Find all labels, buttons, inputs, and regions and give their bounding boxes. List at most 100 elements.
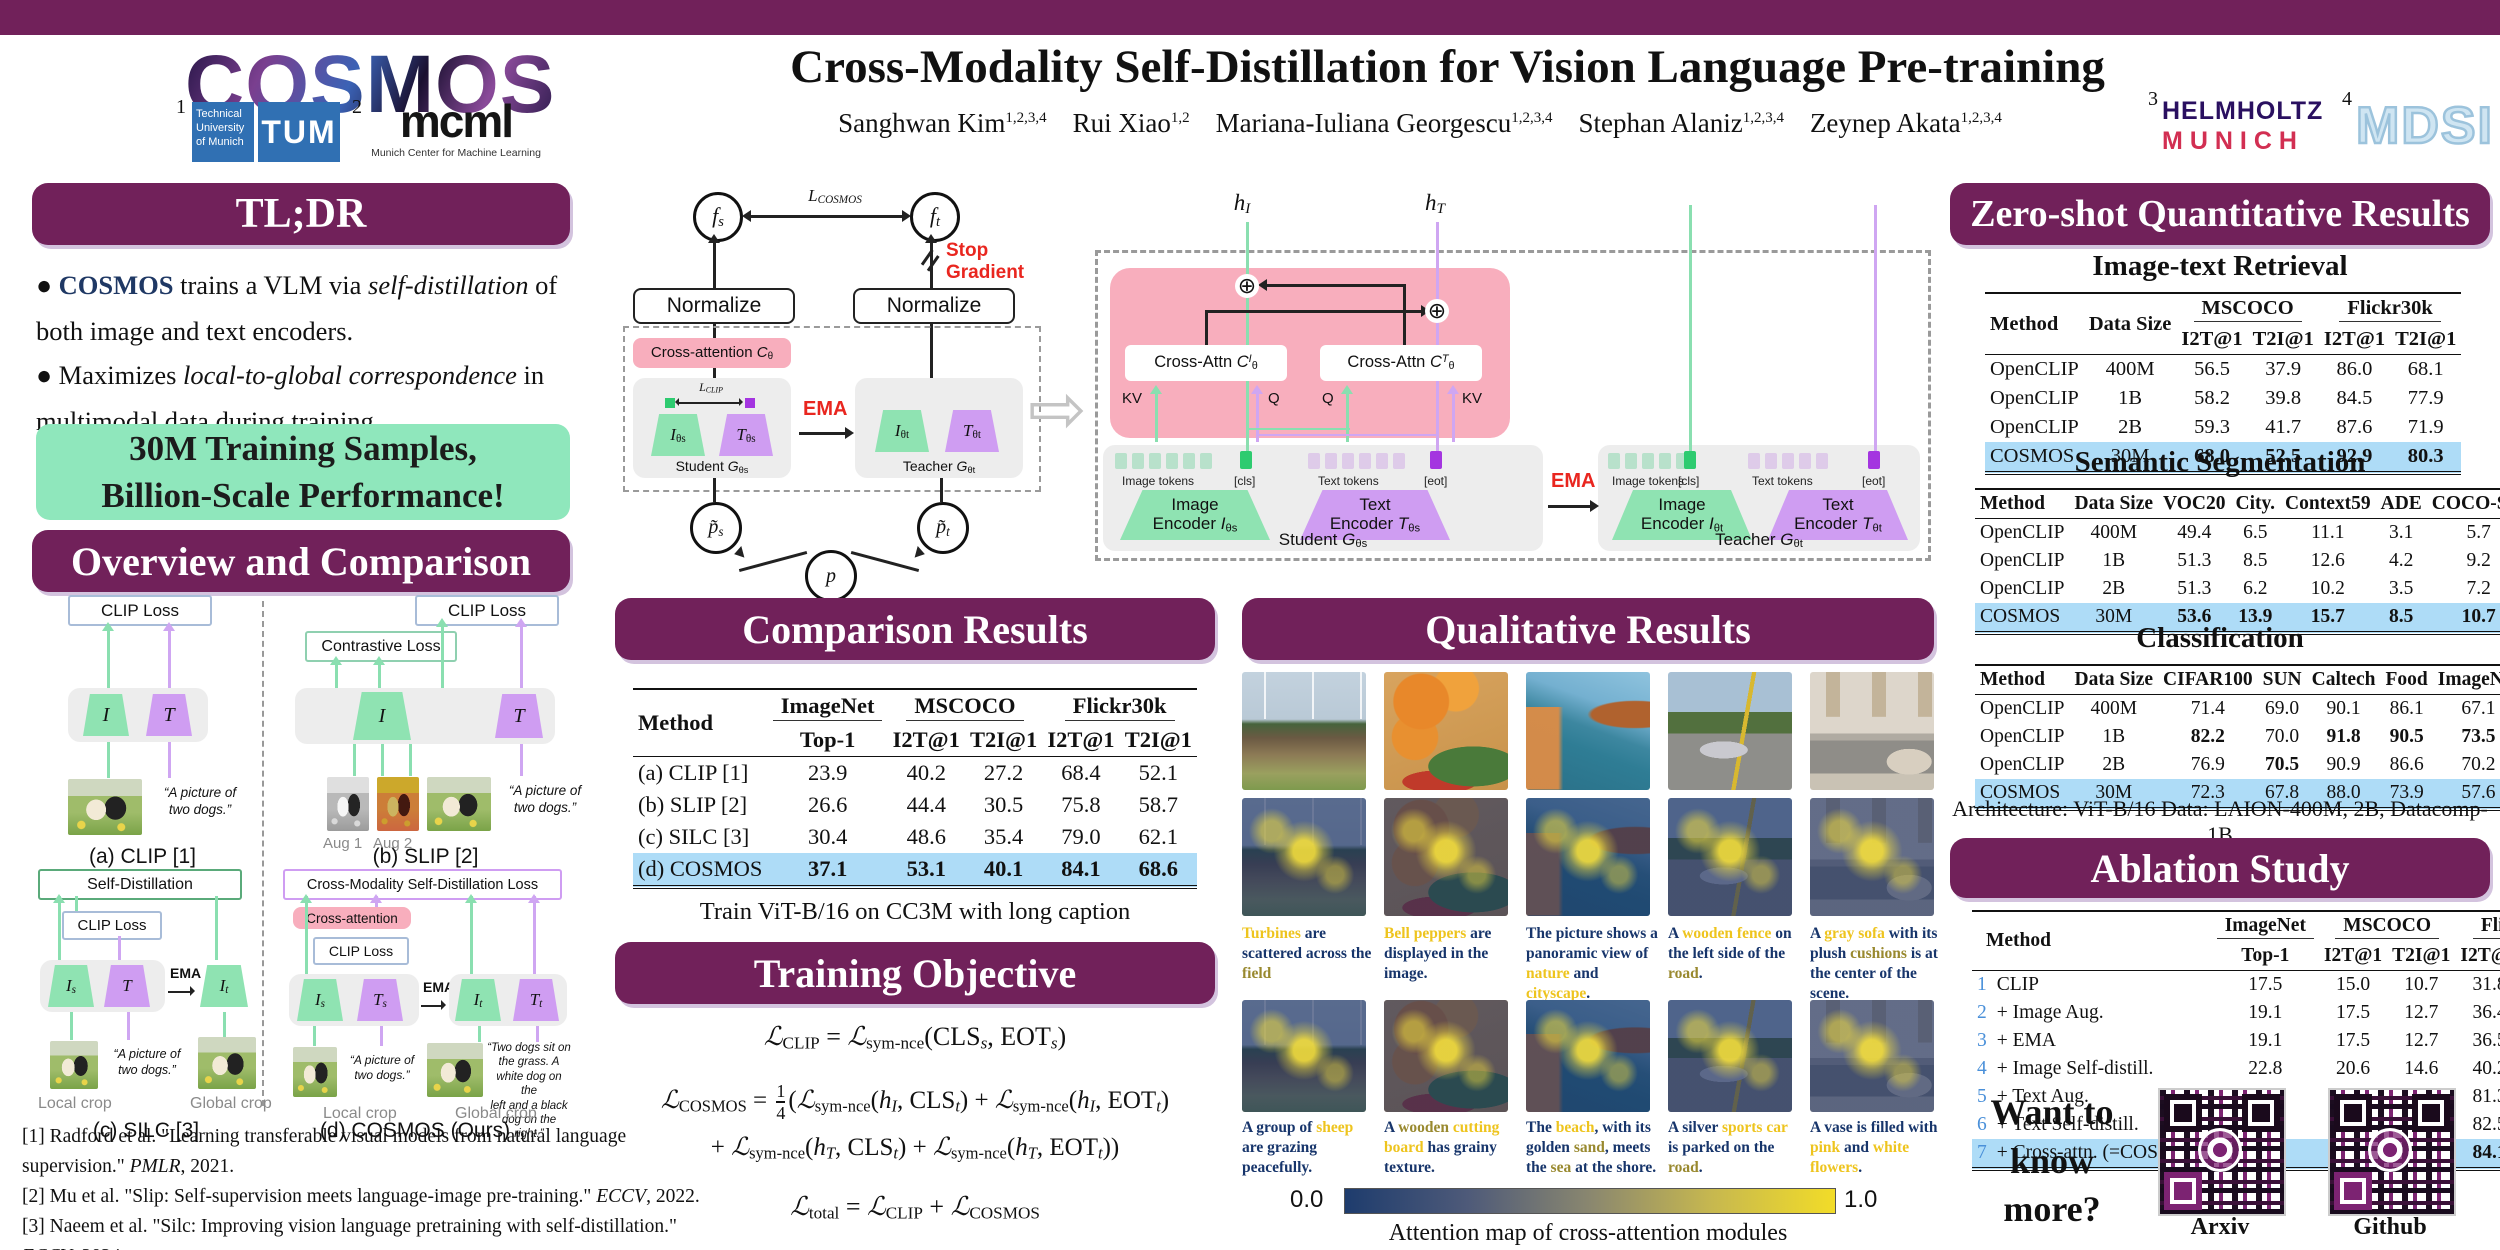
ema-label: EMA	[170, 965, 202, 981]
attention-caption: A group of sheep are grazing peacefully.	[1242, 1118, 1374, 1178]
text-segment: h	[1233, 190, 1246, 215]
panel-caption: (d) COSMOS (Ours)	[319, 1119, 511, 1142]
table-cell: 57.6	[2432, 779, 2500, 811]
objective-banner: Training Objective	[615, 942, 1215, 1004]
table-cell: 17.5	[2335, 1030, 2371, 1051]
q-label: Q	[1322, 390, 1334, 407]
table-cell: 35.4	[983, 824, 1024, 849]
text-segment: A	[1668, 925, 1683, 942]
photo-car-road	[1668, 672, 1792, 790]
text-segment: θs	[1408, 522, 1421, 535]
author: Zeynep Akata1,2,3,4	[1809, 108, 2002, 138]
table-cell: 91.8	[2326, 726, 2361, 747]
table-cell: 71.4	[2190, 698, 2225, 719]
bullet-dot: ●	[36, 360, 59, 390]
text-segment: sym-nce	[866, 1033, 925, 1053]
student-text-encoder: Ts	[357, 979, 403, 1021]
panel-slip: CLIP Loss Contrastive Loss I T Aug 1 Aug…	[273, 593, 581, 876]
attention-caption: Bell peppers are displayed in the image.	[1384, 924, 1516, 984]
table-cell: 1B	[2118, 387, 2143, 409]
table-cell: 3.5	[2389, 578, 2414, 599]
text-segment: beach	[1555, 1119, 1595, 1136]
table-cell: + EMA	[1996, 1030, 2056, 1051]
student-image-encoder: Image Encoder Iθs	[1120, 490, 1270, 540]
aug2-label: Aug 2	[373, 835, 413, 852]
table-cell: 2B	[2102, 578, 2126, 599]
text-segment: θs	[1225, 522, 1238, 535]
text-segment: I	[1248, 353, 1252, 366]
text-segment: , 2022.	[646, 1186, 700, 1207]
equation-clip: ℒCLIP = ℒsym-nce(CLSs, EOTs)	[615, 1022, 1215, 1054]
table-cell: 36.4	[2472, 1002, 2500, 1023]
qualitative-banner: Qualitative Results	[1242, 598, 1934, 660]
table-cell: OpenCLIP	[1980, 726, 2065, 747]
text-segment: Cross-Attn	[1154, 353, 1237, 372]
table-cell: (c) SILC [3]	[638, 824, 750, 849]
table-cell: 40.2	[906, 760, 946, 785]
cls-token	[665, 398, 675, 408]
text-segment: sym-nce	[749, 1143, 806, 1163]
clip-loss-box: CLIP Loss	[62, 911, 162, 940]
qr-code-arxiv	[2158, 1088, 2286, 1216]
text-segment: sym-nce	[1012, 1096, 1069, 1116]
text-segment: s	[382, 998, 387, 1011]
kv-label: KV	[1462, 390, 1483, 407]
text-segment: PMLR	[129, 1156, 181, 1177]
image-encoder: I	[353, 692, 411, 740]
table-cell: 3	[1977, 1030, 1987, 1051]
tldr-bullet-1: ● COSMOS trains a VLM via self-distillat…	[36, 262, 570, 355]
text-segment: .	[1698, 1159, 1703, 1177]
attention-caption: A gray sofa with its plush cushions is a…	[1810, 924, 1944, 1005]
table-cell: 62.1	[1138, 824, 1178, 849]
table-cell: 90.1	[2326, 698, 2361, 719]
text-segment: )	[1057, 1022, 1067, 1051]
text-segment: local-to-global correspondence	[183, 360, 517, 390]
text-segment: and	[1569, 965, 1599, 983]
text-segment: (	[788, 1087, 797, 1115]
attention-map-peppers	[1384, 798, 1508, 916]
column-header: ADE	[2375, 488, 2427, 519]
table-cell: 86.6	[2389, 754, 2424, 775]
table-cell: OpenCLIP	[1980, 698, 2065, 719]
attention-map-flowers	[1810, 1000, 1934, 1112]
table-cell: 2	[1977, 1002, 1987, 1023]
text-segment: is parked on the	[1668, 1139, 1775, 1157]
table-cell: 12.7	[2404, 1030, 2439, 1051]
attention-caption: The beach, with its golden sand, meets t…	[1526, 1118, 1664, 1178]
student-text-encoder: Tθs	[719, 414, 773, 456]
text-segment: Bell peppers	[1384, 925, 1467, 942]
text-segment: G	[727, 458, 739, 474]
text-segment: L	[699, 380, 706, 394]
table-row: 2+ Image Aug.19.117.512.736.427.6	[1972, 999, 2500, 1027]
attention-map-sports-car	[1668, 1000, 1792, 1112]
text-segment: total	[808, 1203, 840, 1223]
text-segment: , meets the	[1526, 1139, 1651, 1177]
text-segment: .	[1698, 965, 1703, 983]
table-cell: 84.1	[2455, 1139, 2500, 1171]
text-segment: Maximizes	[58, 360, 184, 390]
equation-total: ℒtotal = ℒCLIP + ℒCOSMOS	[615, 1192, 1215, 1224]
photo-peppers	[1384, 672, 1508, 790]
text-segment: T	[1027, 1143, 1037, 1163]
attention-overlay	[1242, 1000, 1366, 1112]
text-tokens-label: Text tokens	[1752, 474, 1813, 488]
text-segment: cityscape	[1526, 985, 1587, 1003]
table-cell: 36.5	[2472, 1030, 2500, 1051]
text-segment: I	[1708, 514, 1714, 534]
text-segment: θt	[1713, 522, 1724, 535]
ema-label: EMA	[1551, 470, 1596, 492]
table-cell: 14.6	[2404, 1058, 2439, 1079]
text-segment: G	[1780, 529, 1794, 549]
dog-photo-aug1	[327, 777, 369, 831]
text-segment: T	[122, 976, 132, 995]
ht-label: hT	[1405, 190, 1465, 218]
table-cell: 90.5	[2389, 726, 2424, 747]
table-cell: 49.4	[2177, 522, 2212, 543]
table-cell: 27.2	[983, 760, 1024, 785]
